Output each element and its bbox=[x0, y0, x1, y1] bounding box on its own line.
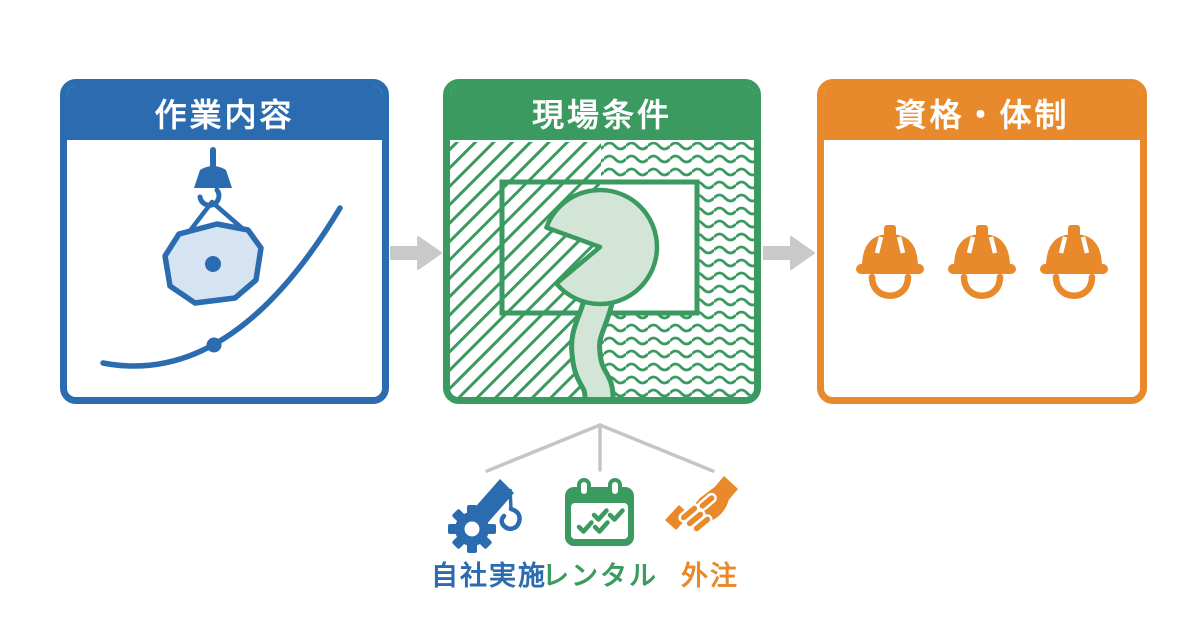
step-card-work-header: 作業内容 bbox=[67, 86, 382, 140]
step-card-site-body bbox=[450, 140, 754, 397]
option-label-inhouse: 自社実施 bbox=[431, 561, 547, 591]
option-label-outsource: 外注 bbox=[681, 561, 739, 591]
crane-hook-load-curve-icon bbox=[100, 147, 343, 369]
helmets-icon bbox=[824, 140, 1140, 397]
step-card-work-body bbox=[67, 140, 382, 397]
step-card-qualification-body bbox=[824, 140, 1140, 397]
helmet-icon bbox=[856, 225, 924, 296]
fork-connector bbox=[485, 423, 715, 473]
handshake-icon bbox=[665, 476, 738, 534]
step-card-site-title: 現場条件 bbox=[531, 97, 672, 133]
step-card-work: 作業内容 bbox=[60, 79, 389, 404]
step-card-qualification-header: 資格・体制 bbox=[824, 86, 1140, 140]
step-card-site: 現場条件 bbox=[443, 79, 761, 404]
step-card-site-header: 現場条件 bbox=[450, 86, 754, 140]
step-card-qualification-title: 資格・体制 bbox=[894, 97, 1070, 133]
step-card-qualification: 資格・体制 bbox=[817, 79, 1147, 404]
arrow-right-icon bbox=[763, 236, 815, 270]
step-card-work-title: 作業内容 bbox=[154, 97, 295, 133]
site-map-icon bbox=[450, 142, 754, 397]
helmet-icon bbox=[1040, 225, 1108, 296]
calendar-checks-icon bbox=[565, 478, 634, 546]
arrow-right-icon bbox=[390, 236, 442, 270]
option-label-rental: レンタル bbox=[542, 561, 658, 591]
helmet-icon bbox=[948, 225, 1016, 296]
gear-crane-icon bbox=[448, 479, 522, 553]
